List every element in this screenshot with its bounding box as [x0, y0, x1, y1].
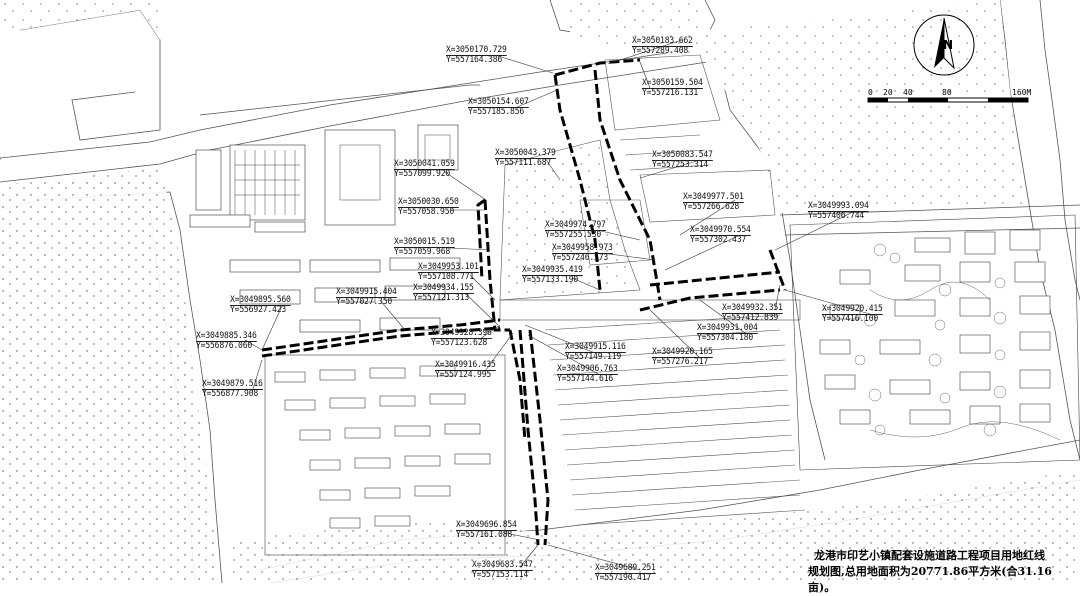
- scale-tick: 80: [942, 88, 952, 97]
- building-grid-west: [234, 134, 451, 215]
- residential-complex-east: [789, 214, 1080, 471]
- north-label: N: [943, 38, 954, 52]
- scale-tick: 40: [903, 88, 913, 97]
- landscaping-east: [854, 243, 1061, 441]
- building-blocks-west: [189, 124, 461, 333]
- map-title-line-2: 规划图,总用地面积为20771.86平方米(合31.16亩)。: [808, 565, 1052, 594]
- scale-bar: [867, 97, 1029, 103]
- scale-tick: 160M: [1012, 88, 1032, 97]
- dotted-area-hill: [499, 139, 641, 301]
- north-arrow: [913, 14, 975, 76]
- dotted-area-north: [570, 0, 1025, 213]
- scale-tick: 20: [883, 88, 893, 97]
- housing-blocks-southwest: [264, 354, 506, 556]
- project-boundary-line: [261, 58, 787, 546]
- striped-plots-center: [499, 54, 806, 526]
- dotted-area-northwest: [0, 0, 160, 40]
- map-title: 龙港市印艺小镇配套设施道路工程项目用地红线 规划图,总用地面积为20771.86…: [808, 548, 1070, 596]
- scale-tick: 0: [868, 88, 873, 97]
- site-plan-map: [0, 0, 1080, 583]
- map-title-line-1: 龙港市印艺小镇配套设施道路工程项目用地红线: [814, 549, 1045, 562]
- dotted-area-west: [0, 168, 220, 583]
